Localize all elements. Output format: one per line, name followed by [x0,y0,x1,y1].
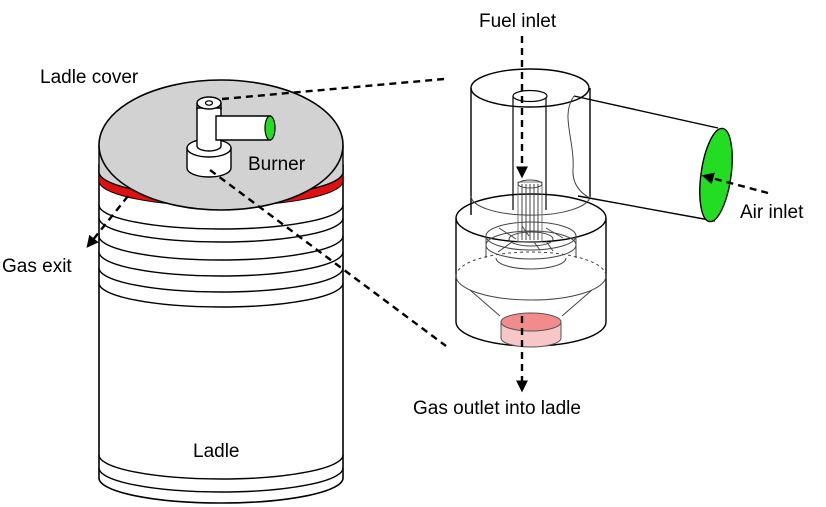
burner-small [186,96,276,178]
leader-bottom [209,169,447,347]
air-inlet-face [699,127,733,223]
ladle [98,79,344,504]
gas-outlet-label: Gas outlet into ladle [413,398,581,419]
fuel-inlet-label: Fuel inlet [479,11,557,32]
burner-label: Burner [248,154,306,175]
ladle-body [98,164,344,504]
burner-air-inlet-small [264,115,276,141]
gas-exit-arrow [86,195,129,248]
leader-top [221,77,445,101]
gas-exit-label: Gas exit [2,256,72,277]
ladle-label: Ladle [193,441,240,462]
burner-detail [455,68,733,348]
air-inlet-label: Air inlet [740,202,804,223]
nozzle-fins [517,179,543,243]
gas-outlet-disc [500,312,562,332]
ladle-rings [98,204,344,493]
ladle-cover-label: Ladle cover [40,67,139,88]
